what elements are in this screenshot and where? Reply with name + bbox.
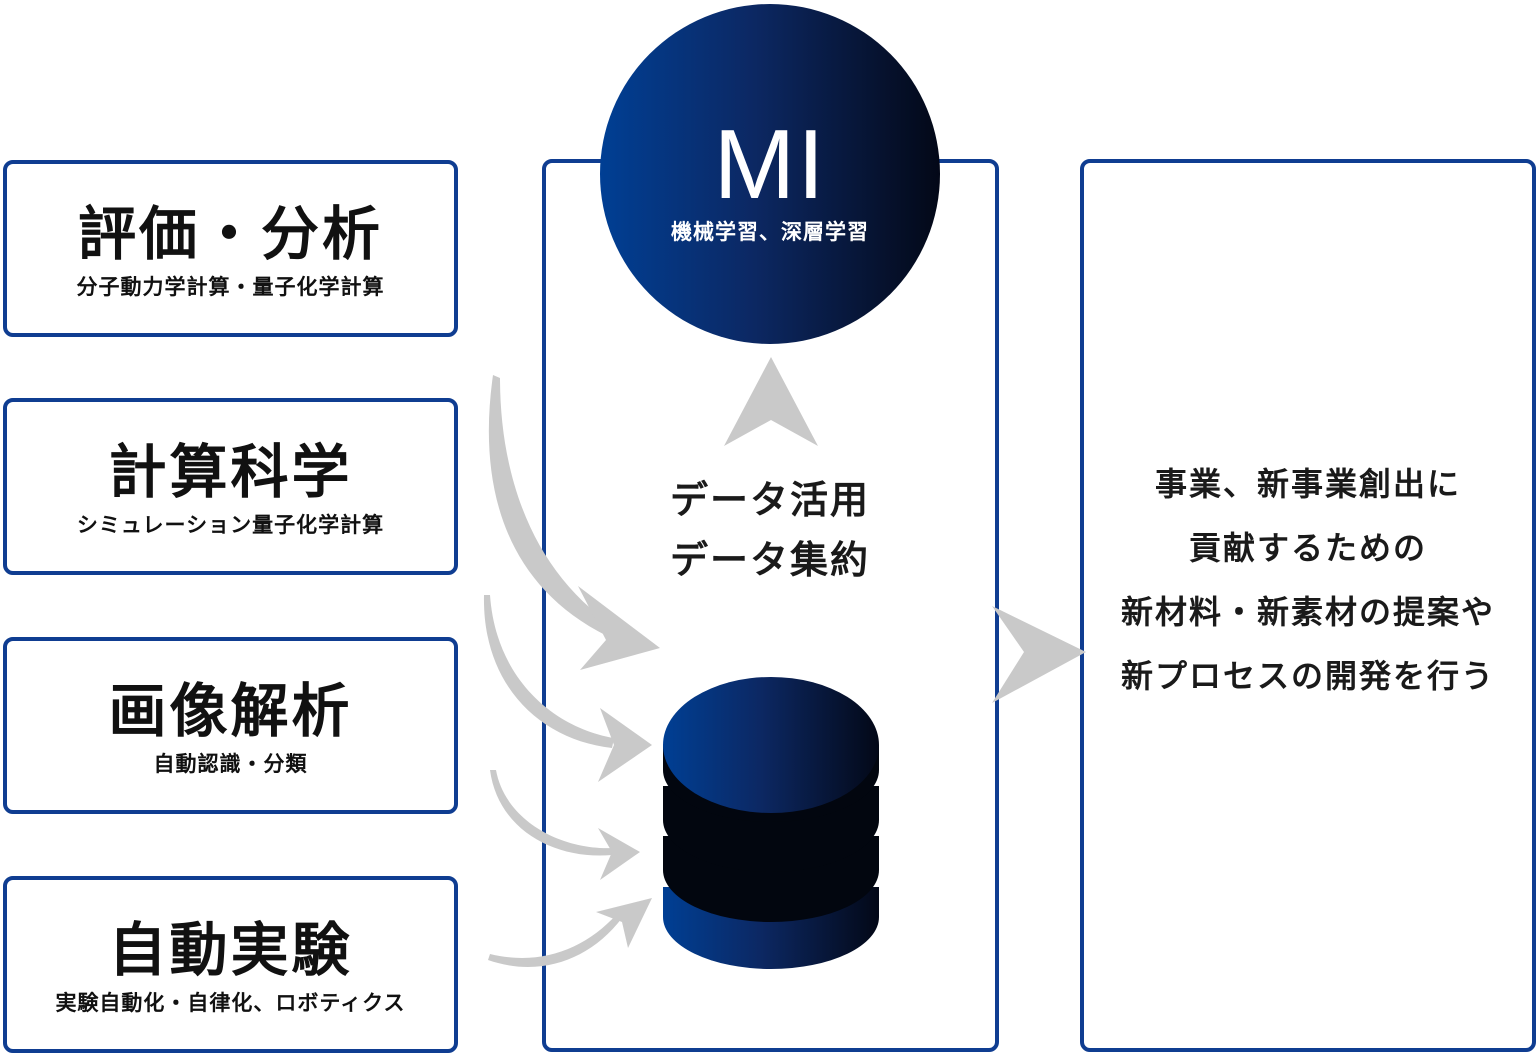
right-arrow xyxy=(992,606,1086,703)
right-panel xyxy=(1080,159,1536,1052)
curve-arrow-4-head xyxy=(596,898,652,948)
center-text: データ活用 データ集約 xyxy=(545,470,995,590)
box-evaluation-analysis: 評価・分析 分子動力学計算・量子化学計算 xyxy=(3,160,458,337)
curve-arrow-2-head xyxy=(598,708,652,782)
center-line-2: データ集約 xyxy=(669,538,870,582)
right-line-4: 新プロセスの開発を行う xyxy=(1120,657,1495,695)
curve-arrow-2 xyxy=(483,595,614,748)
mi-title: MI xyxy=(713,109,827,219)
up-arrow xyxy=(724,357,818,446)
box-subtitle: 自動認識・分類 xyxy=(153,752,308,776)
right-line-2: 貢献するための xyxy=(1188,529,1427,567)
box-title: 画像解析 xyxy=(108,677,353,745)
mi-circle: MI 機械学習、深層学習 xyxy=(600,4,940,344)
box-image-analysis: 画像解析 自動認識・分類 xyxy=(3,637,458,814)
right-line-1: 事業、新事業創出に xyxy=(1154,465,1461,503)
box-title: 自動実験 xyxy=(108,916,353,984)
curve-arrow-4 xyxy=(488,914,622,967)
curve-arrow-3 xyxy=(490,770,612,856)
curved-arrows xyxy=(483,375,660,967)
curve-arrow-1 xyxy=(488,375,626,642)
box-subtitle: 分子動力学計算・量子化学計算 xyxy=(76,275,385,299)
database-icon xyxy=(663,677,879,969)
box-subtitle: 実験自動化・自律化、ロボティクス xyxy=(55,991,406,1015)
right-text: 事業、新事業創出に 貢献するための 新材料・新素材の提案や 新プロセスの開発を行… xyxy=(1084,452,1532,708)
center-line-1: データ活用 xyxy=(669,478,870,522)
box-subtitle: シミュレーション量子化学計算 xyxy=(76,513,385,537)
right-line-3: 新材料・新素材の提案や xyxy=(1120,593,1495,631)
box-title: 計算科学 xyxy=(108,438,353,506)
curve-arrow-3-head xyxy=(598,828,640,880)
box-title: 評価・分析 xyxy=(77,200,383,268)
mi-subtitle: 機械学習、深層学習 xyxy=(671,220,869,244)
box-computational-science: 計算科学 シミュレーション量子化学計算 xyxy=(3,398,458,575)
box-automated-experiment: 自動実験 実験自動化・自律化、ロボティクス xyxy=(3,876,458,1053)
curve-arrow-1-head xyxy=(578,586,660,670)
